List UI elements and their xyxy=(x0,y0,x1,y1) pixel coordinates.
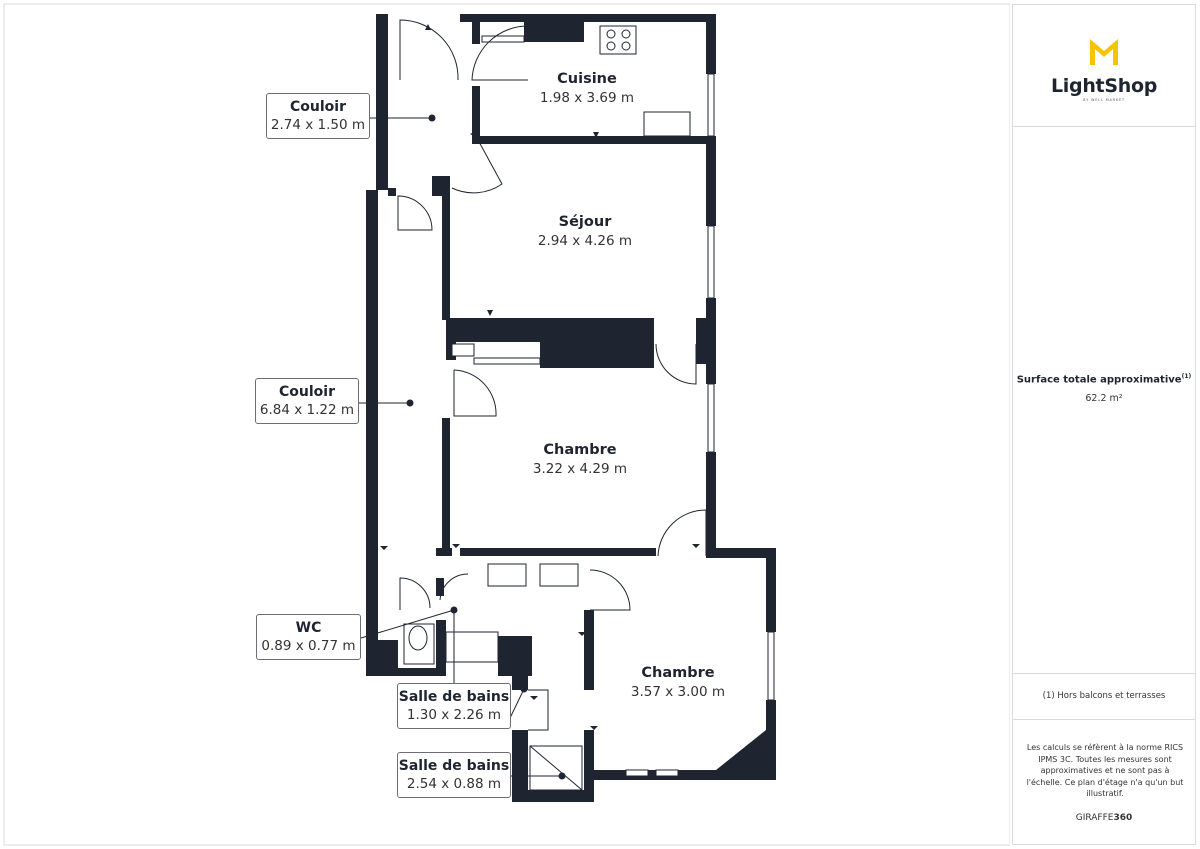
room-name: Chambre xyxy=(641,665,715,681)
callout-wc: WC 0.89 x 0.77 m xyxy=(256,614,361,660)
brand-logo: LightShop BY WELL MARKET xyxy=(1013,35,1195,102)
callout-dims: 2.74 x 1.50 m xyxy=(270,117,366,133)
sidebar-divider xyxy=(1013,673,1195,674)
callout-dims: 6.84 x 1.22 m xyxy=(259,402,355,418)
lightshop-logo-icon xyxy=(1090,39,1118,65)
callout-name: Salle de bains xyxy=(398,758,510,774)
room-label-cuisine: Cuisine 1.98 x 3.69 m xyxy=(487,70,687,108)
room-dims: 2.94 x 4.26 m xyxy=(537,233,633,249)
disclaimer: Les calculs se réfèrent à la norme RICS … xyxy=(1026,743,1184,798)
callout-name: WC xyxy=(295,620,322,636)
floor-plan-drawing xyxy=(3,3,1010,846)
callout-dims: 0.89 x 0.77 m xyxy=(261,638,356,654)
callout-name: Couloir xyxy=(290,99,346,115)
callout-couloir-2: Couloir 6.84 x 1.22 m xyxy=(255,378,359,424)
callout-dims: 2.54 x 0.88 m xyxy=(406,776,502,792)
walls xyxy=(366,14,776,802)
brand-name: LightShop xyxy=(1051,75,1157,97)
callout-sdb-1: Salle de bains 1.30 x 2.26 m xyxy=(397,683,511,729)
room-label-chambre-2: Chambre 3.57 x 3.00 m xyxy=(578,664,778,702)
surface-footnote-marker: (1) xyxy=(1181,373,1192,380)
callout-name: Salle de bains xyxy=(398,689,510,705)
room-dims: 3.22 x 4.29 m xyxy=(532,461,628,477)
sidebar-divider xyxy=(1013,719,1195,720)
sidebar-divider xyxy=(1013,126,1195,127)
total-surface: Surface totale approximative(1) 62.2 m² xyxy=(1013,373,1195,404)
room-name: Chambre xyxy=(543,442,617,458)
surface-value: 62.2 m² xyxy=(1085,393,1123,405)
footnote: (1) Hors balcons et terrasses xyxy=(1042,691,1166,701)
surface-title: Surface totale approximative xyxy=(1016,374,1182,386)
room-label-chambre-1: Chambre 3.22 x 4.29 m xyxy=(480,441,680,479)
room-dims: 3.57 x 3.00 m xyxy=(630,684,726,700)
info-sidebar: LightShop BY WELL MARKET Surface totale … xyxy=(1012,4,1196,845)
callout-dims: 1.30 x 2.26 m xyxy=(406,707,502,723)
credit-bold: 360 xyxy=(1113,813,1133,823)
credit: GIRAFFE360 xyxy=(1013,813,1195,823)
brand-subtitle: BY WELL MARKET xyxy=(1083,98,1125,102)
room-label-sejour: Séjour 2.94 x 4.26 m xyxy=(485,213,685,251)
callout-couloir-1: Couloir 2.74 x 1.50 m xyxy=(266,93,370,139)
room-name: Séjour xyxy=(558,214,612,230)
callout-sdb-2: Salle de bains 2.54 x 0.88 m xyxy=(397,752,511,798)
callout-name: Couloir xyxy=(279,384,335,400)
credit-light: GIRAFFE xyxy=(1075,813,1114,823)
room-dims: 1.98 x 3.69 m xyxy=(539,90,635,106)
room-name: Cuisine xyxy=(557,71,617,87)
